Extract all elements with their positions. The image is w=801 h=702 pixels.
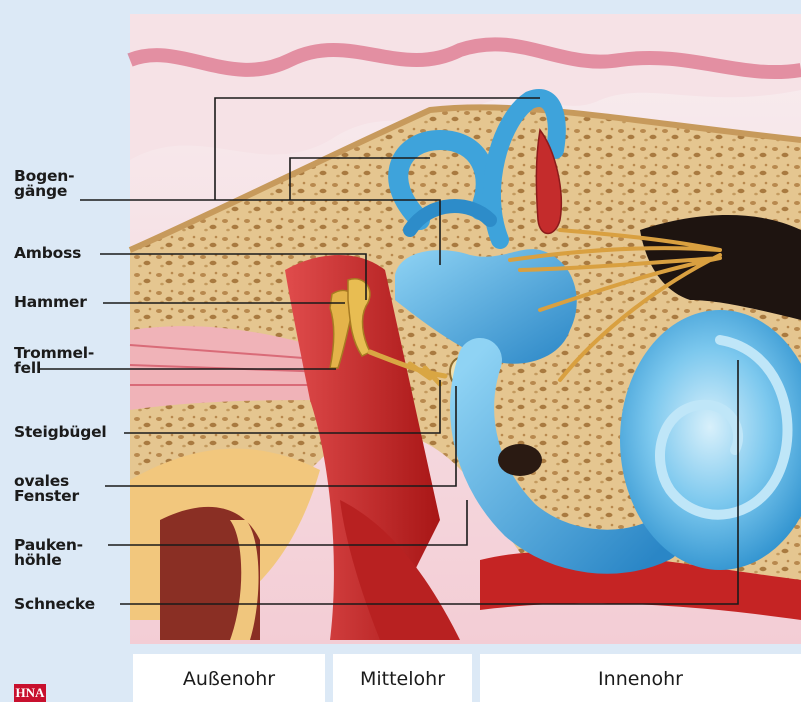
hna-logo: HNA bbox=[14, 684, 46, 702]
region-middle-ear: Mittelohr bbox=[333, 654, 472, 702]
label-cochlea: Schnecke bbox=[14, 597, 95, 612]
region-outer-ear: Außenohr bbox=[133, 654, 325, 702]
region-inner-ear: Innenohr bbox=[480, 654, 801, 702]
label-oval-window: ovales Fenster bbox=[14, 474, 79, 504]
label-semicircular-canals: Bogen- gänge bbox=[14, 169, 74, 199]
label-incus: Amboss bbox=[14, 246, 81, 261]
label-stapes: Steigbügel bbox=[14, 425, 107, 440]
label-eardrum: Trommel- fell bbox=[14, 346, 94, 376]
round-window bbox=[498, 444, 542, 476]
label-malleus: Hammer bbox=[14, 295, 87, 310]
label-tympanic-cavity: Pauken- höhle bbox=[14, 538, 83, 568]
